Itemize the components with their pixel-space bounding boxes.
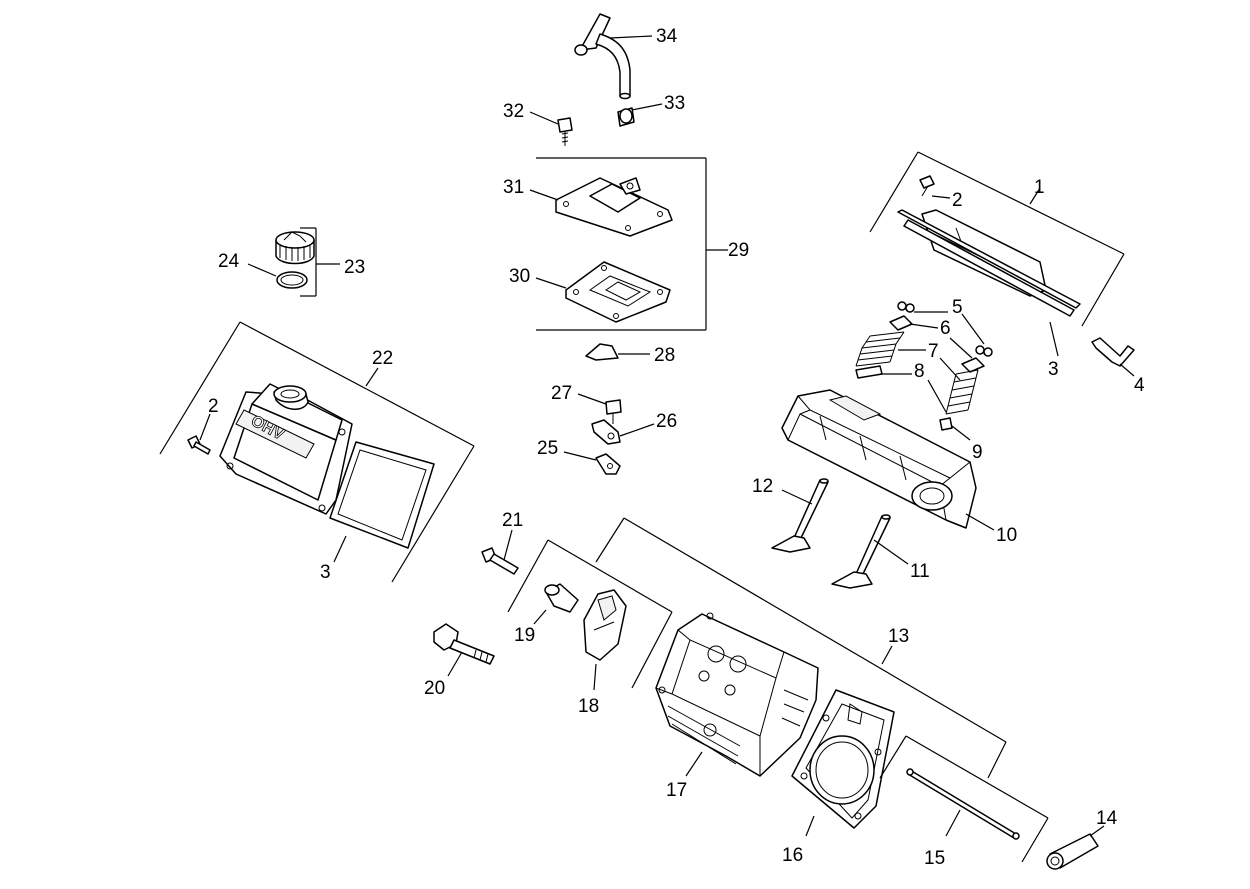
part-7-valve-springs [855, 331, 979, 415]
callout-15: 15 [924, 848, 945, 869]
callout-32: 32 [503, 101, 524, 122]
part-33-hose-clamp [617, 107, 635, 127]
callout-31: 31 [503, 177, 524, 198]
callout-26: 26 [656, 411, 677, 432]
part-10-rocker-housing [781, 389, 977, 529]
part-2-screw-valve-cover [187, 435, 211, 455]
group-23-bracket [300, 227, 340, 297]
callout-27: 27 [551, 383, 572, 404]
group-18-19-bracket [507, 539, 673, 689]
part-19-plug [544, 583, 579, 613]
part-17-cylinder-head [655, 612, 819, 777]
part-12-intake-valve [771, 478, 829, 553]
callout-11: 11 [910, 561, 930, 582]
callout-7: 7 [928, 341, 939, 362]
callout-17: 17 [666, 780, 687, 801]
part-27-screw [605, 399, 622, 424]
callout-23: 23 [344, 257, 365, 278]
callout-1: 1 [1034, 177, 1045, 198]
part-2-screw-rocker-cover [919, 175, 935, 197]
part-31-breather-cover [555, 177, 673, 237]
part-16-head-gasket [791, 689, 895, 829]
group-22-bracket [159, 321, 475, 583]
part-28-breather-reed [585, 343, 619, 361]
callout-13: 13 [888, 626, 909, 647]
callout-2-right: 2 [952, 190, 963, 211]
part-21-screw [481, 547, 519, 575]
part-3-valve-cover-gasket [329, 441, 435, 549]
part-18-deflector [583, 589, 627, 661]
part-34-breather-tube [574, 13, 631, 100]
callout-10: 10 [996, 525, 1017, 546]
callout-24: 24 [218, 251, 240, 272]
part-30-breather-plate [565, 261, 671, 323]
group-1-bracket [869, 151, 1125, 327]
group-29-bracket [536, 157, 728, 331]
part-15-push-rod [906, 768, 1020, 840]
callout-12: 12 [752, 476, 773, 497]
callout-28: 28 [654, 345, 675, 366]
callout-18: 18 [578, 696, 599, 717]
callout-22: 22 [372, 348, 393, 369]
part-26-retainer [591, 419, 621, 445]
callout-9: 9 [972, 442, 983, 463]
part-8-spring-seats [855, 365, 883, 379]
callout-21: 21 [502, 510, 523, 531]
part-11-exhaust-valve [831, 514, 891, 589]
callout-34: 34 [656, 26, 678, 47]
part-22-valve-cover: OHV [219, 383, 353, 515]
part-5-valve-keepers [897, 301, 993, 357]
callout-5: 5 [952, 297, 963, 318]
part-24-o-ring [276, 271, 308, 289]
part-23-oil-fill-cap [275, 231, 315, 265]
part-3-rocker-gasket [897, 209, 1081, 317]
callout-16: 16 [782, 845, 803, 866]
callout-8: 8 [914, 361, 925, 382]
callout-29: 29 [728, 240, 749, 261]
callout-30: 30 [509, 266, 530, 287]
callout-4: 4 [1134, 375, 1145, 396]
part-32-screw [557, 117, 573, 146]
part-25-reed-stop [595, 453, 621, 475]
callout-20: 20 [424, 678, 445, 699]
callout-25: 25 [537, 438, 558, 459]
callout-3-left: 3 [320, 562, 331, 583]
part-14-valve-lifter [1046, 833, 1099, 870]
callout-3-right: 3 [1048, 359, 1059, 380]
callout-14: 14 [1096, 808, 1118, 829]
callout-6: 6 [940, 318, 951, 339]
part-4-bracket [1091, 337, 1135, 367]
callout-19: 19 [514, 625, 535, 646]
group-15-bracket [879, 735, 1049, 863]
callout-2-left: 2 [208, 396, 219, 417]
callout-33: 33 [664, 93, 685, 114]
part-20-head-bolt [433, 623, 495, 665]
group-13-bracket [595, 517, 1007, 779]
part-9-valve-stem-seal [939, 417, 953, 431]
